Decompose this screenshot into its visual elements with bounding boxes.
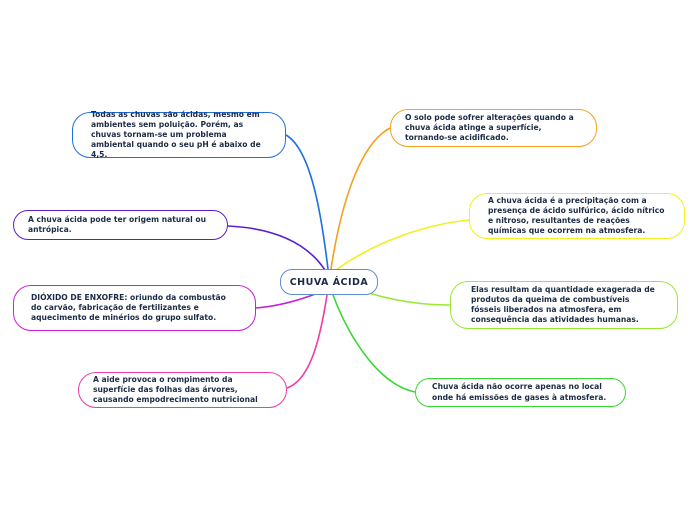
link-solo <box>330 127 391 270</box>
node-precipitacao[interactable]: A chuva ácida é a precipitação com a pre… <box>469 193 685 239</box>
node-todas[interactable]: Todas as chuvas são ácidas, mesmo em amb… <box>72 109 286 160</box>
central-topic[interactable]: CHUVA ÁCIDA <box>280 269 378 295</box>
node-resultam[interactable]: Elas resultam da quantidade exagerada de… <box>450 281 678 329</box>
node-precipitacao-text: A chuva ácida é a precipitação com a pre… <box>488 195 665 236</box>
link-aide <box>286 294 328 389</box>
link-resultam <box>365 291 451 306</box>
node-origem[interactable]: A chuva ácida pode ter origem natural ou… <box>13 210 228 240</box>
node-local-text: Chuva ácida não ocorre apenas no local o… <box>432 382 607 402</box>
link-todas <box>285 134 329 270</box>
node-dioxido[interactable]: DIÓXIDO DE ENXOFRE: oriundo da combustão… <box>13 285 256 331</box>
node-local[interactable]: Chuva ácida não ocorre apenas no local o… <box>415 378 626 407</box>
central-topic-label: CHUVA ÁCIDA <box>289 276 369 288</box>
node-aide-text: A aide provoca o rompimento da superfíci… <box>93 374 258 405</box>
node-todas-text: Todas as chuvas são ácidas, mesmo em amb… <box>91 109 261 160</box>
link-dioxido <box>255 292 319 309</box>
link-local <box>332 294 416 393</box>
node-solo-text: O solo pode sofrer alterações quando a c… <box>405 112 574 143</box>
node-resultam-text: Elas resultam da quantidade exagerada de… <box>471 284 655 325</box>
node-solo[interactable]: O solo pode sofrer alterações quando a c… <box>390 109 597 147</box>
node-dioxido-text: DIÓXIDO DE ENXOFRE: oriundo da combustão… <box>31 292 226 323</box>
node-aide[interactable]: A aide provoca o rompimento da superfíci… <box>78 372 287 408</box>
node-origem-text: A chuva ácida pode ter origem natural ou… <box>28 214 207 234</box>
link-origem <box>227 225 326 271</box>
link-precipitacao <box>335 219 470 271</box>
